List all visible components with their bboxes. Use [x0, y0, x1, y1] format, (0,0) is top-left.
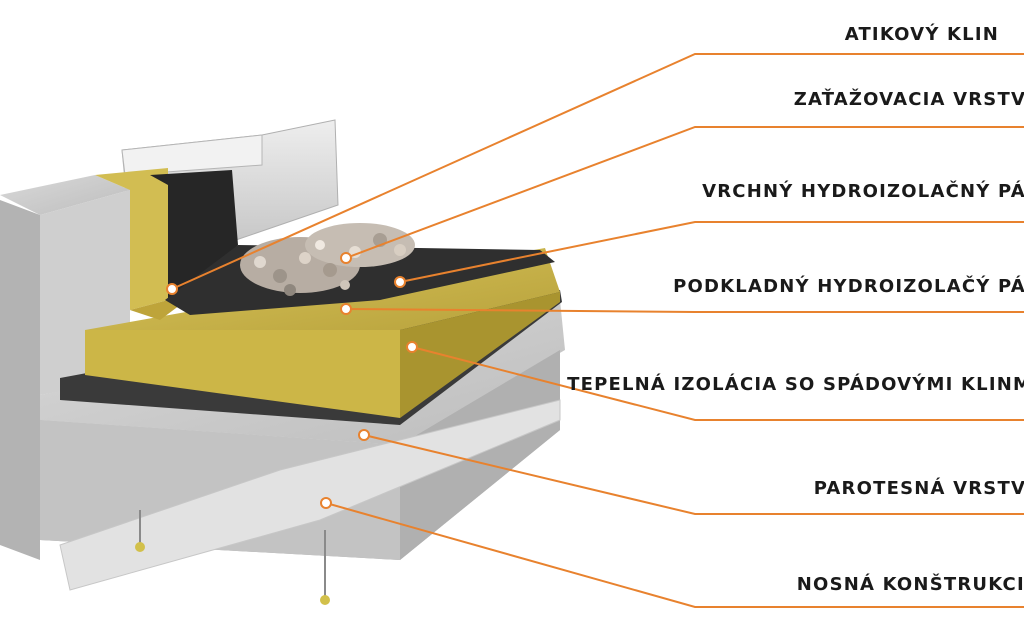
layer-label: PAROTESNÁ VRSTVA [814, 477, 1024, 499]
slab-right-face [400, 350, 560, 560]
layer-callouts: ATIKOVÝ KLIN ZAŤAŽOVACIA VRSTVA VRCHNÝ HYD… [166, 23, 1024, 608]
layer-label: PODKLADNÝ HYDROIZOLAČÝ PÁS [673, 275, 1024, 297]
insulation-front [85, 330, 400, 418]
leader-dot [406, 341, 418, 353]
insulation-side [400, 292, 560, 418]
layer-label: NOSNÁ KONŠTRUKCIA [797, 573, 1024, 595]
leader-dot [340, 303, 352, 315]
callout-1: ATIKOVÝ KLIN [166, 23, 1024, 295]
upstand-insulation [95, 168, 168, 310]
callout-4: PODKLADNÝ HYDROIZOLAČÝ PÁS [340, 275, 1024, 315]
layer-label: VRCHNÝ HYDROIZOLAČNÝ PÁS [702, 180, 1024, 202]
callout-2: ZAŤAŽOVACIA VRSTVA [340, 88, 1024, 264]
leader-line [363, 434, 1024, 515]
parapet-wall-top [0, 175, 130, 215]
illustration [0, 119, 565, 605]
leader-dot [394, 276, 406, 288]
callout-3: VRCHNÝ HYDROIZOLAČNÝ PÁS [394, 180, 1024, 288]
leader-line [325, 502, 1024, 608]
leader-dot [320, 497, 332, 509]
leader-line [345, 308, 1024, 313]
leader-line [411, 346, 1024, 421]
callout-7: NOSNÁ KONŠTRUKCIA [320, 497, 1024, 608]
layer-label: ZAŤAŽOVACIA VRSTVA [794, 88, 1024, 110]
leader-line [171, 53, 1024, 290]
callout-5: TEPELNÁ IZOLÁCIA SO SPÁDOVÝMI KLINMI [406, 341, 1024, 421]
leader-dot [358, 429, 370, 441]
parapet-wall-front [0, 200, 40, 560]
layer-label: TEPELNÁ IZOLÁCIA SO SPÁDOVÝMI KLINMI [567, 373, 1024, 395]
leader-line [399, 221, 1024, 283]
ceiling-panel [59, 399, 561, 591]
layer-label: ATIKOVÝ KLIN [845, 23, 999, 45]
parapet-cap-front [121, 134, 263, 176]
leader-dot [340, 252, 352, 264]
leader-dot [166, 283, 178, 295]
upper-membrane-upstand [150, 170, 238, 300]
callout-6: PAROTESNÁ VRSTVA [358, 429, 1024, 515]
leader-line [345, 126, 1024, 259]
